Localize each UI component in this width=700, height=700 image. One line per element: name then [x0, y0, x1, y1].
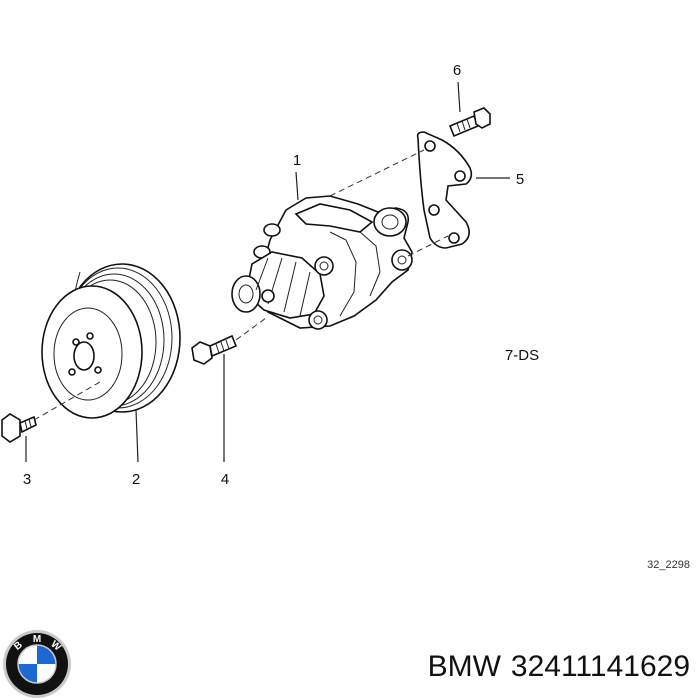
leader-lines [25, 81, 510, 463]
callout-1: 1 [293, 152, 301, 169]
pump-part [231, 195, 413, 330]
drawing-number: 32_2298 [647, 559, 690, 571]
callout-4: 4 [221, 471, 229, 488]
bolt-6-part [448, 107, 491, 138]
callout-3: 3 [23, 471, 31, 488]
pulley-part [41, 263, 181, 419]
assembly-lines [33, 149, 449, 421]
svg-text:M: M [33, 634, 41, 645]
caption-part-number: 32411141629 [511, 650, 690, 683]
bmw-logo-icon: B M W [3, 630, 71, 698]
bracket-part [416, 131, 473, 249]
callout-6: 6 [453, 62, 461, 79]
bolt-4-part [191, 334, 238, 365]
variant-code: 7-DS [505, 347, 539, 364]
bolt-3-part [1, 413, 37, 443]
callout-5: 5 [516, 171, 524, 188]
caption-brand: BMW [428, 650, 502, 683]
caption-part-label: BMW 32411141629 [428, 650, 690, 683]
callout-2: 2 [132, 471, 140, 488]
